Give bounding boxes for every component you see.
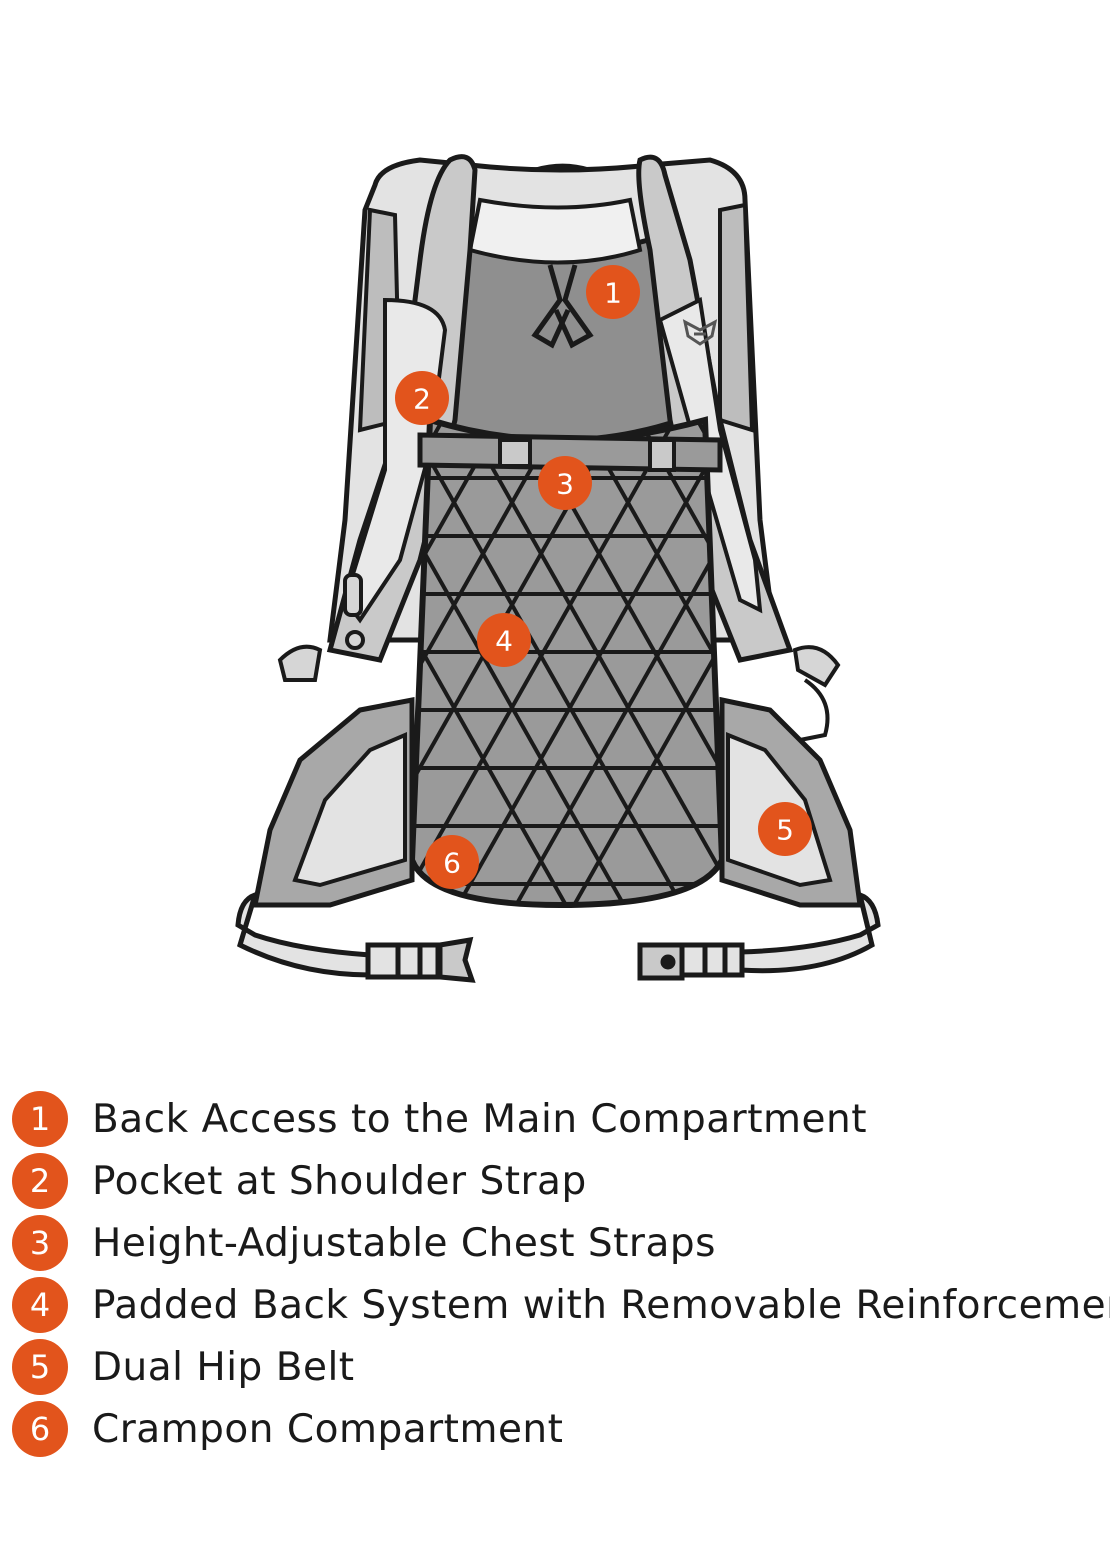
callout-marker-number: 1 [604, 277, 622, 310]
legend-item: 3 Height-Adjustable Chest Straps [12, 1212, 1102, 1274]
legend-number-badge: 6 [12, 1401, 68, 1457]
legend-label: Dual Hip Belt [92, 1344, 355, 1390]
callout-marker-circle [586, 265, 640, 319]
callout-marker-1: 1 [586, 265, 640, 319]
callout-marker-circle [425, 835, 479, 889]
callout-marker-3: 3 [538, 456, 592, 510]
callout-marker-4: 4 [477, 613, 531, 667]
legend-number-badge: 5 [12, 1339, 68, 1395]
pack-side-right [718, 202, 755, 433]
legend-number-badge: 2 [12, 1153, 68, 1209]
legend-number-badge: 1 [12, 1091, 68, 1147]
callout-marker-6: 6 [425, 835, 479, 889]
legend-number-badge: 3 [12, 1215, 68, 1271]
legend-label: Back Access to the Main Compartment [92, 1096, 867, 1142]
zipper-pulls [531, 264, 594, 349]
callout-marker-5: 5 [758, 802, 812, 856]
legend-number-badge: 4 [12, 1277, 68, 1333]
callout-marker-number: 2 [413, 383, 431, 416]
callout-marker-circle [538, 456, 592, 510]
backpack-illustration: 1 2 3 4 5 6 [235, 154, 881, 983]
snow-leopard-logo-icon [682, 319, 718, 346]
hip-belt-straps [235, 891, 881, 983]
callout-marker-number: 4 [495, 625, 513, 658]
legend-item: 5 Dual Hip Belt [12, 1336, 1102, 1398]
callout-marker-number: 6 [443, 847, 461, 880]
callout-marker-number: 3 [556, 468, 574, 501]
callout-marker-2: 2 [395, 371, 449, 425]
chest-strap [417, 432, 723, 473]
legend-label: Height-Adjustable Chest Straps [92, 1220, 716, 1266]
legend-item: 1 Back Access to the Main Compartment [12, 1088, 1102, 1150]
top-lid [467, 197, 643, 265]
legend-item: 6 Crampon Compartment [12, 1398, 1102, 1460]
hip-belt-left-inner [292, 731, 407, 888]
feature-legend: 1 Back Access to the Main Compartment 2 … [12, 1088, 1110, 1460]
callout-marker-circle [395, 371, 449, 425]
legend-item: 2 Pocket at Shoulder Strap [12, 1150, 1102, 1212]
callout-markers: 1 2 3 4 5 6 [395, 265, 812, 889]
legend-label: Crampon Compartment [92, 1406, 564, 1452]
callout-marker-number: 5 [776, 814, 794, 847]
legend-item: 4 Padded Back System with Removable Rein… [12, 1274, 1110, 1336]
legend-label: Padded Back System with Removable Reinfo… [92, 1282, 1110, 1328]
legend-label: Pocket at Shoulder Strap [92, 1158, 587, 1204]
strap-clips [277, 573, 841, 742]
callout-marker-circle [758, 802, 812, 856]
callout-marker-circle [477, 613, 531, 667]
